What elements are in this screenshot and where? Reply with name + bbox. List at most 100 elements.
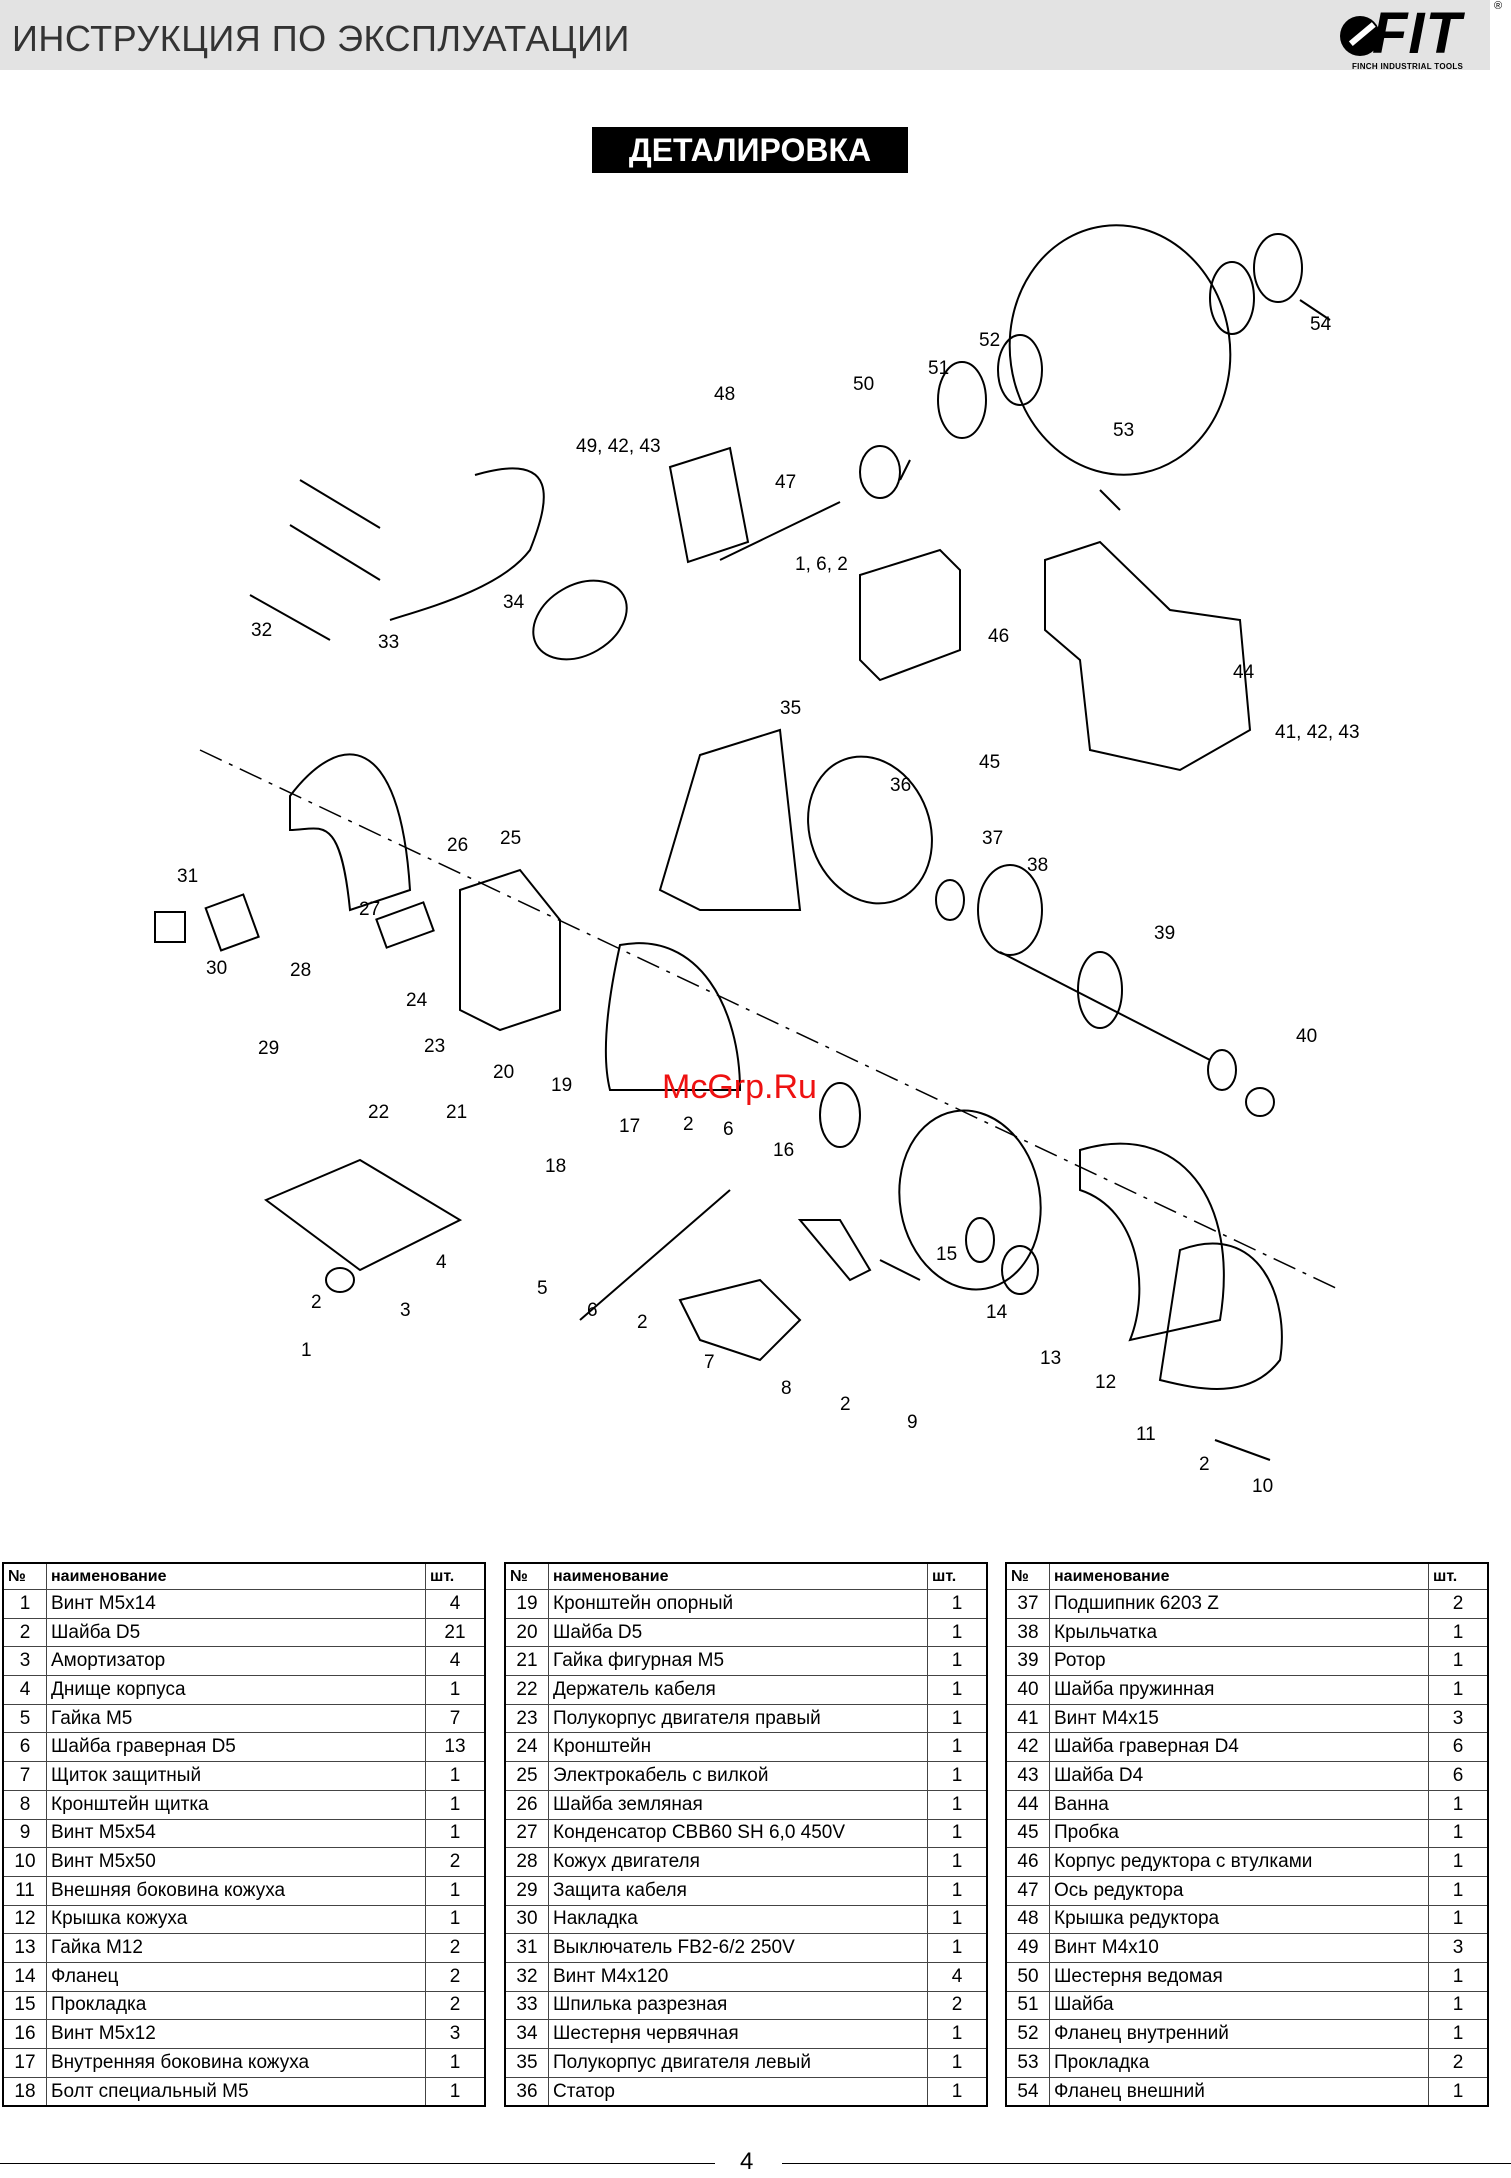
cell-no: 9 bbox=[2, 1818, 47, 1849]
cell-name: Винт М4х120 bbox=[548, 1961, 928, 1992]
cell-qty: 4 bbox=[425, 1589, 486, 1619]
cell-no: 28 bbox=[504, 1847, 549, 1877]
callout-15: 15 bbox=[936, 1244, 958, 1265]
col-name-header: наименование bbox=[1049, 1562, 1429, 1590]
cell-no: 32 bbox=[504, 1961, 549, 1992]
cell-name: Фланец внешний bbox=[1049, 2076, 1429, 2107]
exploded-view-drawing bbox=[154, 224, 1341, 1461]
callout-30: 30 bbox=[206, 958, 228, 979]
cell-no: 23 bbox=[504, 1703, 549, 1734]
cell-name: Полукорпус двигателя левый bbox=[548, 2048, 928, 2078]
footer-line-right bbox=[782, 2163, 1511, 2164]
callout-7: 7 bbox=[704, 1352, 715, 1373]
cell-no: 6 bbox=[2, 1732, 47, 1763]
cell-qty: 1 bbox=[1428, 1675, 1489, 1705]
cell-qty: 2 bbox=[425, 1990, 486, 2021]
callout-37: 37 bbox=[982, 828, 1004, 849]
cell-no: 11 bbox=[2, 1875, 47, 1906]
cell-name: Гайка фигурная М5 bbox=[548, 1646, 928, 1677]
callout-32: 32 bbox=[251, 620, 273, 641]
callout-24: 24 bbox=[406, 990, 428, 1011]
callout-23: 23 bbox=[424, 1036, 446, 1057]
callout-2b: 2 bbox=[1199, 1454, 1210, 1475]
cell-name: Крышка кожуха bbox=[46, 1904, 426, 1935]
callout-54: 54 bbox=[1310, 314, 1332, 335]
cell-name: Конденсатор CBB60 SH 6,0 450V bbox=[548, 1818, 928, 1849]
col-no-header: № bbox=[1005, 1562, 1050, 1590]
cell-name: Фланец внутренний bbox=[1049, 2019, 1429, 2049]
cell-name: Шайба земляная bbox=[548, 1789, 928, 1820]
cell-qty: 3 bbox=[1428, 1703, 1489, 1734]
cell-name: Шайба граверная D4 bbox=[1049, 1732, 1429, 1763]
cell-qty: 2 bbox=[1428, 2048, 1489, 2078]
cell-name: Шестерня ведомая bbox=[1049, 1961, 1429, 1992]
brand-logo bbox=[1340, 16, 1380, 56]
callout-35: 35 bbox=[780, 698, 802, 719]
callout-33: 33 bbox=[378, 632, 400, 653]
cell-no: 35 bbox=[504, 2048, 549, 2078]
cell-no: 10 bbox=[2, 1847, 47, 1877]
cell-qty: 1 bbox=[1428, 1617, 1489, 1648]
cell-qty: 1 bbox=[1428, 2019, 1489, 2049]
cell-no: 27 bbox=[504, 1818, 549, 1849]
callout-26: 26 bbox=[447, 835, 469, 856]
callout-49-42-43: 49, 42, 43 bbox=[576, 436, 661, 457]
cell-name: Накладка bbox=[548, 1904, 928, 1935]
cell-name: Корпус редуктора с втулками bbox=[1049, 1847, 1429, 1877]
cell-qty: 1 bbox=[1428, 1818, 1489, 1849]
cell-name: Ось редуктора bbox=[1049, 1875, 1429, 1906]
cell-qty: 1 bbox=[425, 2076, 486, 2107]
callout-36: 36 bbox=[890, 775, 912, 796]
callout-2a: 2 bbox=[683, 1114, 694, 1135]
logo-text: FIT bbox=[1372, 1, 1462, 66]
cell-qty: 1 bbox=[425, 1875, 486, 1906]
cell-qty: 2 bbox=[425, 1961, 486, 1992]
cell-no: 26 bbox=[504, 1789, 549, 1820]
cell-name: Полукорпус двигателя правый bbox=[548, 1703, 928, 1734]
cell-qty: 4 bbox=[425, 1646, 486, 1677]
col-no-header: № bbox=[2, 1562, 47, 1590]
cell-qty: 1 bbox=[927, 1703, 988, 1734]
cell-no: 43 bbox=[1005, 1761, 1050, 1791]
callout-27: 27 bbox=[359, 899, 381, 920]
callout-50: 50 bbox=[853, 374, 875, 395]
cell-name: Внешняя боковина кожуха bbox=[46, 1875, 426, 1906]
callout-34: 34 bbox=[503, 592, 525, 613]
callout-45: 45 bbox=[979, 752, 1001, 773]
cell-no: 21 bbox=[504, 1646, 549, 1677]
callout-6a: 6 bbox=[723, 1119, 734, 1140]
table-header-row: № наименование шт. bbox=[2, 1562, 486, 1590]
cell-qty: 1 bbox=[927, 1617, 988, 1648]
col-name-header: наименование bbox=[548, 1562, 928, 1590]
cell-name: Прокладка bbox=[46, 1990, 426, 2021]
cell-name: Электрокабель с вилкой bbox=[548, 1761, 928, 1791]
cell-no: 25 bbox=[504, 1761, 549, 1791]
callout-9: 9 bbox=[907, 1412, 918, 1433]
cell-qty: 1 bbox=[1428, 1904, 1489, 1935]
cell-name: Шестерня червячная bbox=[548, 2019, 928, 2049]
cell-name: Винт М5х50 bbox=[46, 1847, 426, 1877]
